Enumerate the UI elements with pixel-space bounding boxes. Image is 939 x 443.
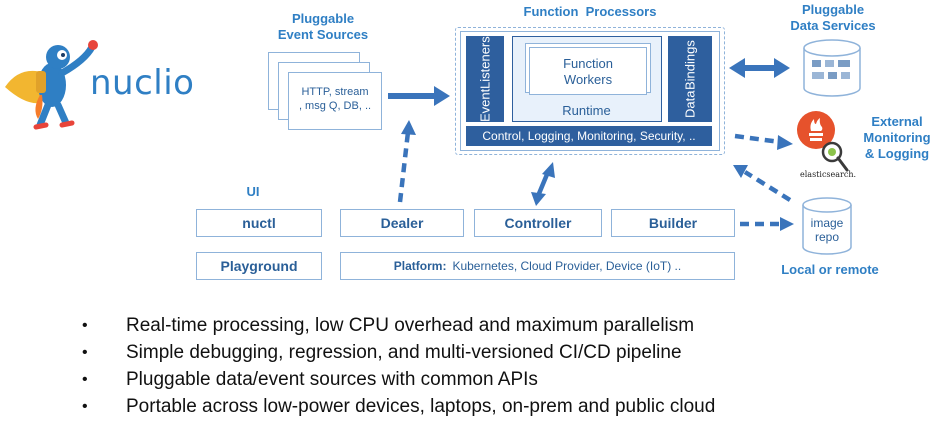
bullet-text: Real-time processing, low CPU overhead a… [126, 314, 695, 336]
runtime-label: Runtime [562, 103, 611, 118]
bullet-text: Pluggable data/event sources with common… [126, 368, 538, 390]
repo-cylinder-icon [802, 197, 852, 255]
database-icon [803, 39, 861, 97]
controller-box: Controller [474, 209, 602, 237]
image-repo-line2: repo [814, 230, 840, 244]
bullet-text: Simple debugging, regression, and multi-… [126, 341, 682, 363]
event-sources-title-line2: Event Sources [277, 27, 369, 42]
nuctl-box: nuctl [196, 209, 322, 237]
arrow-controller-to-processors [535, 171, 551, 197]
arrow-dealer-to-sources [397, 131, 411, 203]
bullet-text: Portable across low-power devices, lapto… [126, 395, 716, 417]
processors-outer-frame [455, 27, 725, 155]
monitoring-title-line2: Monitoring [863, 130, 931, 145]
data-bindings-block: Data Bindings [668, 36, 712, 122]
bullet-item: • Pluggable data/event sources with comm… [72, 366, 932, 393]
data-bindings-label: Data Bindings [668, 36, 712, 122]
event-sources-title-line1: Pluggable [291, 11, 355, 26]
control-bar: Control, Logging, Monitoring, Security, … [466, 126, 712, 146]
data-services-title: Pluggable Data Services [778, 2, 888, 34]
image-repo-line1: image [810, 216, 844, 230]
processors-inner-frame [460, 31, 720, 151]
data-bindings-line2: Bindings [682, 40, 698, 91]
event-listeners-line2: Listeners [477, 36, 493, 89]
bullet-item: • Simple debugging, regression, and mult… [72, 339, 932, 366]
event-listeners-line1: Event [477, 88, 493, 122]
connector-layer [388, 58, 794, 231]
processors-title: Function Processors [523, 4, 657, 19]
elasticsearch-label: elasticsearch. [800, 170, 857, 179]
arrow-processors-to-monitoring [734, 133, 781, 145]
logo-text: nuclio [90, 63, 195, 103]
dealer-box: Dealer [340, 209, 464, 237]
platform-box: Platform: Kubernetes, Cloud Provider, De… [340, 252, 735, 280]
event-listeners-label: Event Listeners [466, 36, 504, 122]
event-source-card-line2: , msg Q, DB, .. [298, 100, 372, 112]
arrow-repo-to-processors [743, 170, 792, 202]
bullet-dot: • [82, 397, 88, 415]
data-bindings-line1: Data [682, 90, 698, 118]
bullet-item: • Portable across low-power devices, lap… [72, 393, 932, 420]
monitoring-title-line3: & Logging [864, 146, 930, 161]
event-source-card-front: HTTP, stream , msg Q, DB, .. [288, 72, 382, 130]
monitoring-title-line1: External [871, 114, 923, 129]
builder-box: Builder [611, 209, 735, 237]
monitoring-title: External Monitoring & Logging [858, 114, 936, 162]
function-workers-front: Function Workers [529, 47, 647, 95]
bullet-dot: • [82, 316, 88, 334]
playground-box: Playground [196, 252, 322, 280]
event-sources-title: Pluggable Event Sources [268, 11, 378, 43]
platform-text: Kubernetes, Cloud Provider, Device (IoT)… [452, 259, 682, 273]
ui-title: UI [246, 184, 260, 199]
function-workers-line1: Function [563, 56, 613, 71]
logo: nuclio [0, 25, 210, 135]
event-listeners-block: Event Listeners [466, 36, 504, 122]
event-source-card-line1: HTTP, stream [301, 86, 369, 98]
data-services-title-line2: Data Services [790, 18, 876, 33]
function-workers-line2: Workers [563, 72, 613, 87]
data-services-title-line1: Pluggable [801, 2, 865, 17]
runtime-block: Function Workers Runtime [512, 36, 662, 122]
mascot-icon [5, 40, 98, 130]
bullet-item: • Real-time processing, low CPU overhead… [72, 312, 932, 339]
bullet-list: • Real-time processing, low CPU overhead… [72, 312, 932, 420]
bullet-dot: • [82, 370, 88, 388]
image-repo-caption: Local or remote [781, 262, 879, 277]
prometheus-icon [797, 111, 835, 149]
bullet-dot: • [82, 343, 88, 361]
image-repo-label: image repo [800, 216, 854, 244]
platform-label: Platform: [393, 259, 447, 273]
magnifier-icon [821, 141, 849, 172]
